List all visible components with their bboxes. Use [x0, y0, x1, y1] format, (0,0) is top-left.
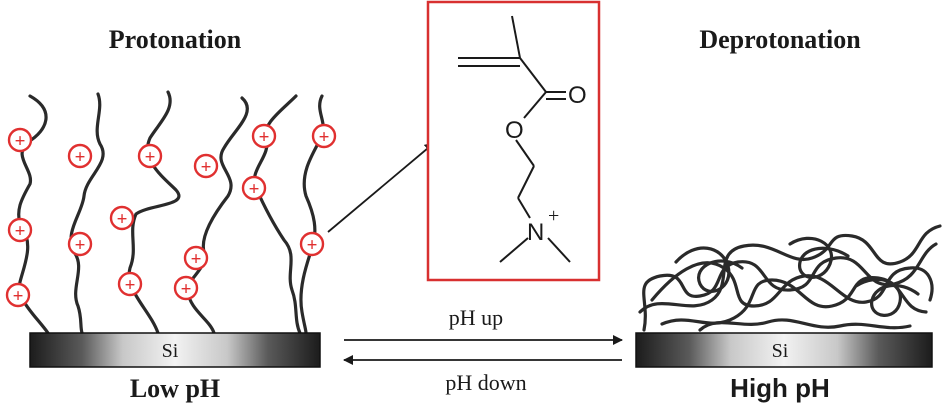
positive-charge-icon: + [137, 143, 163, 169]
polymer-chain [186, 96, 249, 335]
svg-text:+: + [145, 147, 156, 168]
ph-down-label: pH down [445, 370, 526, 395]
positive-charge-icon: + [67, 231, 93, 257]
positive-charge-icon: + [299, 231, 325, 257]
right-si-substrate: Si [635, 332, 933, 368]
svg-text:+: + [117, 209, 128, 230]
svg-text:+: + [13, 286, 24, 307]
positive-charge-icon: + [7, 217, 33, 243]
positive-charge-icon: + [109, 205, 135, 231]
polymer-chain [69, 92, 105, 335]
polymer-chain [127, 90, 181, 335]
ester-oxygen: O [505, 117, 524, 144]
svg-text:+: + [15, 221, 26, 242]
svg-text:+: + [319, 127, 330, 148]
left-substrate-label: Si [162, 340, 179, 362]
positive-charge-icon: + [183, 245, 209, 271]
monomer-structure-box: O O N + [426, 0, 601, 282]
left-si-substrate: Si [29, 332, 321, 368]
svg-text:+: + [75, 235, 86, 256]
svg-text:+: + [259, 127, 270, 148]
right-collapsed-polymer [638, 224, 942, 332]
positive-charge-icon: + [117, 271, 143, 297]
svg-text:+: + [201, 157, 212, 178]
positive-charge-icon: + [7, 127, 33, 153]
svg-text:+: + [125, 275, 136, 296]
positive-charge-icon: + [5, 282, 31, 308]
positive-charge-icon: + [67, 143, 93, 169]
left-polymer-brush [17, 90, 325, 335]
positive-charge-icon: + [241, 175, 267, 201]
svg-text:+: + [181, 279, 192, 300]
nitrogen-charge: + [548, 205, 559, 227]
carbonyl-oxygen: O [568, 82, 587, 109]
right-ph-label: High pH [730, 373, 830, 403]
pointer-arrow [327, 142, 435, 233]
positive-charge-icon: + [251, 123, 277, 149]
ph-up-label: pH up [449, 305, 503, 330]
right-panel-title: Deprotonation [699, 25, 861, 54]
nitrogen-atom: N [527, 219, 544, 246]
left-ph-label: Low pH [130, 374, 220, 403]
svg-text:+: + [15, 131, 26, 152]
svg-text:+: + [191, 249, 202, 270]
positive-charge-icon: + [311, 123, 337, 149]
svg-text:+: + [249, 179, 260, 200]
left-charges: + + + + + + + + + + + + + + + [5, 123, 337, 308]
svg-text:+: + [307, 235, 318, 256]
right-substrate-label: Si [772, 340, 789, 362]
positive-charge-icon: + [173, 275, 199, 301]
svg-text:+: + [75, 147, 86, 168]
left-panel-title: Protonation [109, 25, 242, 54]
positive-charge-icon: + [193, 153, 219, 179]
